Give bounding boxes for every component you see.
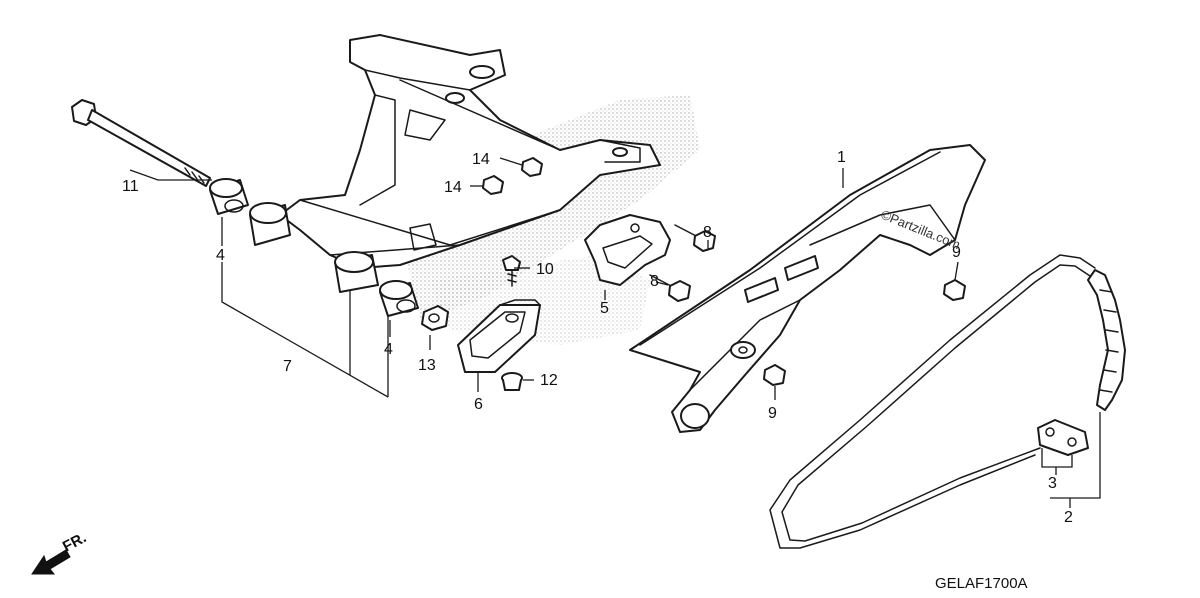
nut-13 <box>421 305 449 331</box>
pivot-bushing-left <box>249 202 291 246</box>
callout-7: 7 <box>283 358 292 375</box>
bolt-9-lower <box>763 364 786 386</box>
front-direction-indicator: FR. <box>31 529 89 575</box>
chain-slider <box>457 299 541 373</box>
callout-9-lower: 9 <box>768 405 777 422</box>
plug-12 <box>501 372 523 391</box>
callout-5: 5 <box>600 300 609 317</box>
nut-14-lower <box>482 175 504 195</box>
callout-13: 13 <box>418 357 436 374</box>
callout-12: 12 <box>540 372 558 389</box>
callout-11: 11 <box>122 178 139 195</box>
callout-14-upper: 14 <box>472 151 490 168</box>
callout-8-lower: 8 <box>650 273 659 290</box>
collar-right <box>379 280 419 317</box>
pivot-bushing-right <box>334 251 379 293</box>
callout-3: 3 <box>1048 475 1057 492</box>
chain-guide-plate <box>584 214 671 286</box>
screw-10 <box>502 255 521 287</box>
callout-8-upper: 8 <box>703 224 712 241</box>
callout-10: 10 <box>536 261 554 278</box>
nut-14-upper <box>521 157 543 177</box>
front-arrow-icon <box>31 549 71 575</box>
bolt-8-lower <box>649 274 691 302</box>
callout-14-lower: 14 <box>444 179 462 196</box>
callout-6: 6 <box>474 396 483 413</box>
drive-chain <box>769 254 1126 549</box>
diagram-code: GELAF1700A <box>935 575 1028 592</box>
callout-1: 1 <box>837 149 846 166</box>
master-link <box>1037 419 1089 456</box>
callouts: 1 2 3 4 4 5 6 7 8 8 9 9 10 11 12 13 14 1… <box>122 149 1073 526</box>
collar-left <box>209 178 249 215</box>
chain-case <box>629 144 986 433</box>
callout-4-left: 4 <box>216 247 225 264</box>
pivot-bolt <box>71 99 211 187</box>
bolt-9-upper <box>943 279 966 301</box>
swing-arm <box>279 34 661 269</box>
callout-4-right: 4 <box>384 341 393 358</box>
leader-lines <box>129 157 1101 508</box>
callout-9-upper: 9 <box>952 244 961 261</box>
bolt-8-upper <box>674 224 716 252</box>
callout-2: 2 <box>1064 509 1073 526</box>
